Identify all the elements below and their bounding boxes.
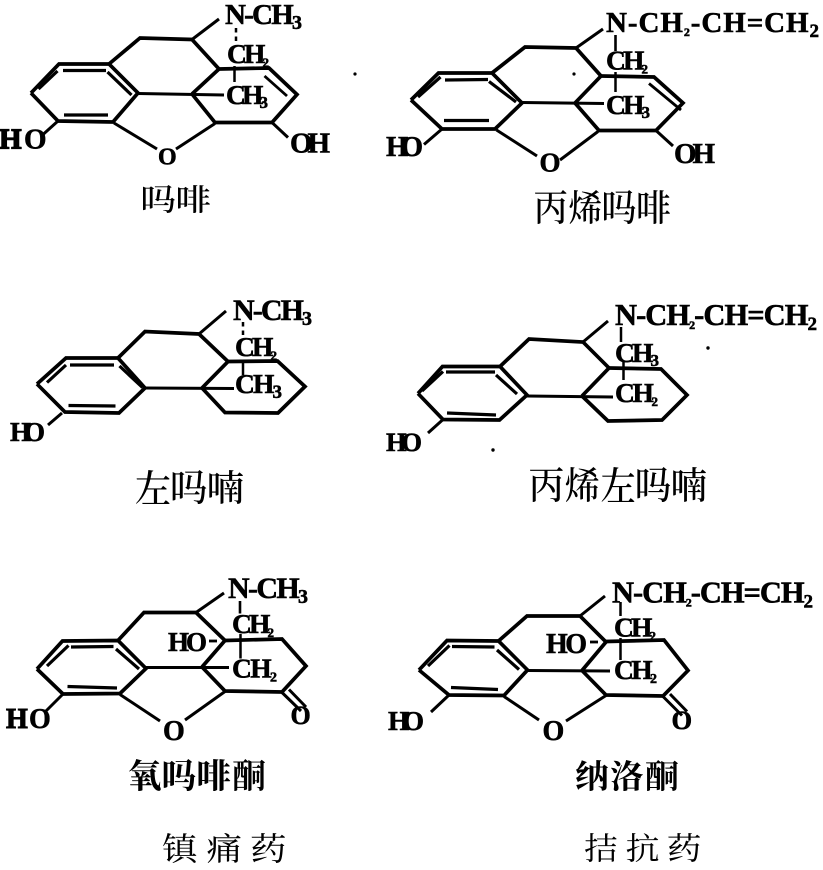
svg-text:CH2: CH2 [232,653,277,686]
svg-text:CH2: CH2 [614,654,657,687]
svg-text:CH2: CH2 [227,38,269,70]
svg-text:O: O [540,148,561,178]
svg-text:CH2: CH2 [614,612,656,644]
svg-text:HO: HO [386,132,423,163]
svg-text:HO: HO [168,627,207,657]
svg-text:O: O [163,716,185,747]
svg-text:N-CH3: N-CH3 [228,572,308,608]
svg-text:O: O [291,701,311,730]
svg-text:O: O [29,704,51,735]
svg-text:CH2: CH2 [232,608,274,640]
svg-text:H: H [0,124,22,156]
svg-text:O: O [158,145,177,171]
svg-text:OH: OH [674,138,715,170]
svg-text:OH: OH [290,128,330,160]
svg-text:O: O [24,124,47,156]
svg-text:N-CH2-CH=CH2: N-CH2-CH=CH2 [612,576,813,613]
svg-text:H: H [6,704,28,735]
svg-text:N-CH2-CH=CH2: N-CH2-CH=CH2 [606,7,819,42]
svg-text:CH2: CH2 [615,377,658,409]
svg-text:CH2: CH2 [606,45,648,77]
svg-text:CH3: CH3 [226,79,268,112]
svg-text:CH2: CH2 [235,331,277,363]
svg-text:CH3: CH3 [615,337,659,370]
svg-text:N-CH3: N-CH3 [233,294,312,330]
svg-text:HO: HO [10,417,45,447]
svg-text:HO: HO [388,705,424,736]
svg-text:CH3: CH3 [606,89,650,122]
svg-text:N-CH3: N-CH3 [225,0,302,34]
svg-text:HO: HO [386,427,422,457]
svg-text:O: O [543,716,565,747]
svg-text:N-CH2-CH=CH2: N-CH2-CH=CH2 [615,298,817,335]
svg-text:HO: HO [546,629,587,660]
svg-text:O: O [672,705,693,735]
svg-text:CH3: CH3 [235,368,282,403]
